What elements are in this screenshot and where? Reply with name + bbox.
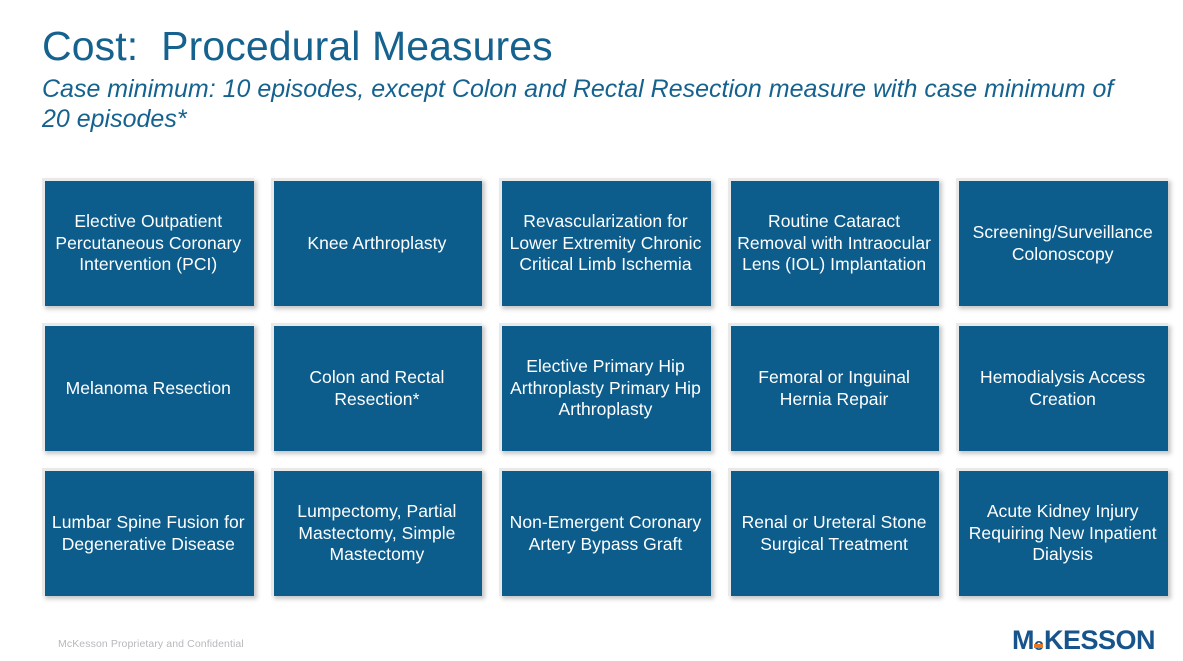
confidentiality-note: McKesson Proprietary and Confidential: [58, 638, 244, 650]
measure-tile-label: Acute Kidney Injury Requiring New Inpati…: [968, 501, 1157, 565]
measure-tile[interactable]: Elective Primary Hip Arthroplasty Primar…: [499, 323, 711, 451]
measure-tile-label: Lumbar Spine Fusion for Degenerative Dis…: [51, 512, 245, 554]
mckesson-logo: M c KESSON: [1012, 625, 1156, 655]
measure-tile[interactable]: Lumpectomy, Partial Mastectomy, Simple M…: [270, 468, 483, 596]
measure-tile[interactable]: Lumbar Spine Fusion for Degenerative Dis…: [42, 468, 254, 596]
slide-header: Cost: Procedural Measures Case minimum: …: [42, 22, 1142, 134]
measure-tile[interactable]: Melanoma Resection: [42, 323, 254, 451]
logo-letter-c-wrapper: c: [1034, 625, 1043, 655]
logo-letter-m: M: [1012, 625, 1035, 655]
measure-tile[interactable]: Knee Arthroplasty: [270, 178, 483, 306]
measure-tile[interactable]: Elective Outpatient Percutaneous Coronar…: [42, 178, 254, 306]
measure-tile-label: Non-Emergent Coronary Artery Bypass Graf…: [509, 512, 702, 554]
logo-letters-kesson: KESSON: [1043, 625, 1156, 655]
measure-tile[interactable]: Non-Emergent Coronary Artery Bypass Graf…: [499, 468, 711, 596]
measure-tile-label: Routine Cataract Removal with Intraocula…: [737, 211, 931, 275]
measure-tile-label: Renal or Ureteral Stone Surgical Treatme…: [741, 512, 927, 554]
measures-grid: Elective Outpatient Percutaneous Coronar…: [42, 178, 1168, 596]
measure-tile[interactable]: Revascularization for Lower Extremity Ch…: [499, 178, 711, 306]
page-subtitle: Case minimum: 10 episodes, except Colon …: [42, 75, 1114, 133]
measure-tile[interactable]: Renal or Ureteral Stone Surgical Treatme…: [727, 468, 940, 596]
measure-tile[interactable]: Screening/Surveillance Colonoscopy: [956, 178, 1168, 306]
measure-tile[interactable]: Acute Kidney Injury Requiring New Inpati…: [956, 468, 1168, 596]
measure-tile-label: Screening/Surveillance Colonoscopy: [972, 222, 1153, 264]
measure-tile-label: Elective Primary Hip Arthroplasty Primar…: [510, 356, 701, 420]
measure-tile[interactable]: Hemodialysis Access Creation: [956, 323, 1168, 451]
measure-tile-label: Elective Outpatient Percutaneous Coronar…: [55, 211, 242, 275]
measure-tile-label: Hemodialysis Access Creation: [980, 367, 1146, 409]
logo-orange-underline-icon: [1034, 644, 1043, 648]
measure-tile-label: Colon and Rectal Resection*: [309, 367, 445, 409]
page-title: Cost: Procedural Measures: [42, 23, 553, 69]
measure-tile-label: Revascularization for Lower Extremity Ch…: [509, 211, 702, 275]
measure-tile-label: Melanoma Resection: [65, 377, 231, 398]
measure-tile-label: Lumpectomy, Partial Mastectomy, Simple M…: [297, 501, 457, 565]
measure-tile-label: Femoral or Inguinal Hernia Repair: [758, 367, 910, 409]
measure-tile[interactable]: Colon and Rectal Resection*: [270, 323, 483, 451]
measure-tile[interactable]: Femoral or Inguinal Hernia Repair: [727, 323, 940, 451]
measure-tile-label: Knee Arthroplasty: [307, 232, 447, 253]
measure-tile[interactable]: Routine Cataract Removal with Intraocula…: [727, 178, 940, 306]
